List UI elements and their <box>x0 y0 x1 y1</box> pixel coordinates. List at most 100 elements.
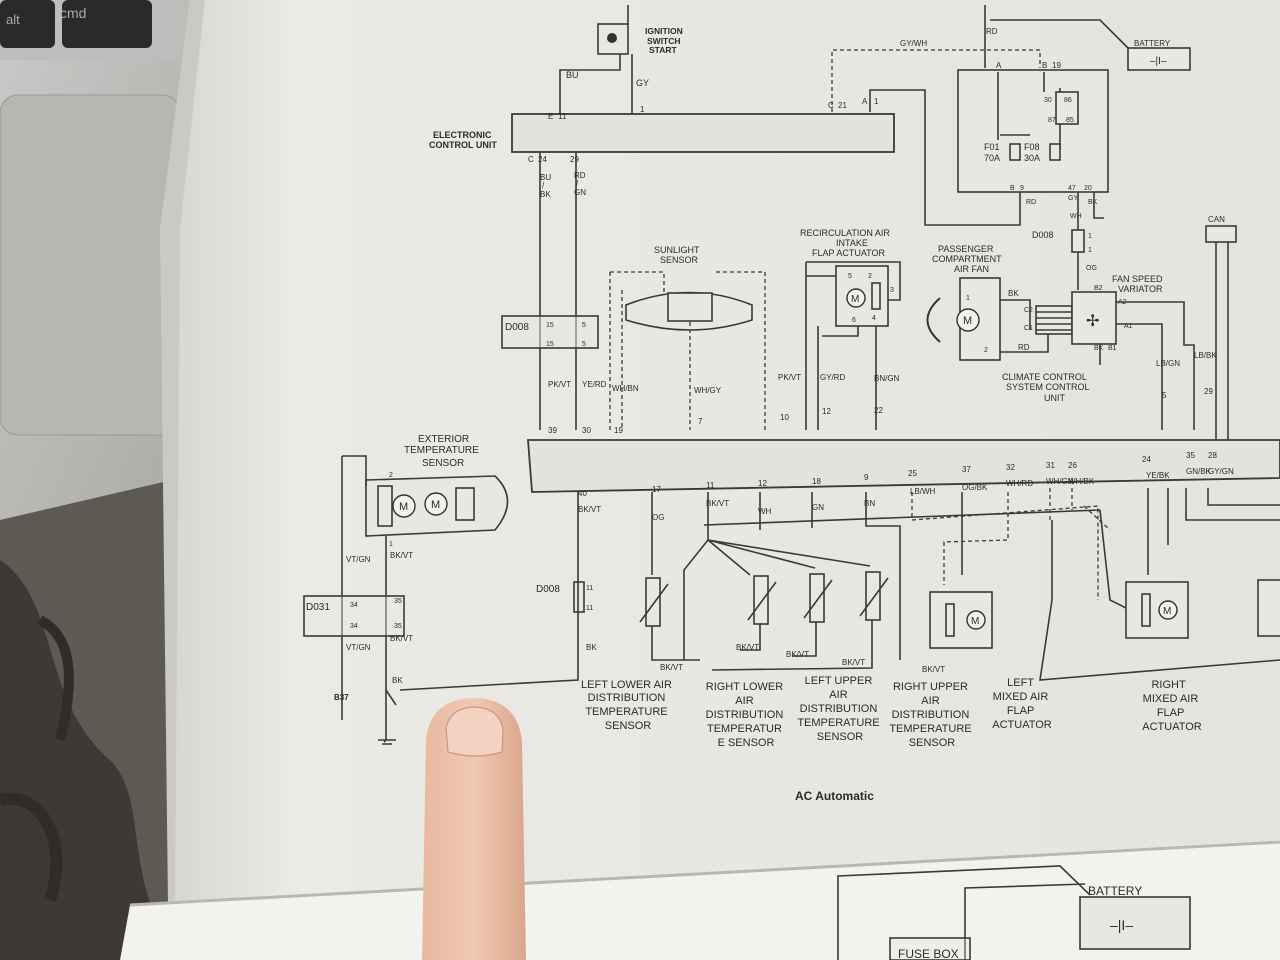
pin-label: 4 <box>872 315 876 322</box>
svg-text:31: 31 <box>1046 461 1055 470</box>
page-edge-shadow <box>160 0 205 905</box>
wire-label: OG <box>1086 265 1097 272</box>
svg-text:GY/RD: GY/RD <box>820 373 846 382</box>
svg-text:LB/WH: LB/WH <box>910 487 936 496</box>
svg-text:LEFT MIXED AIR: LEFT MIXED AIR FLAP ACTUATOR <box>992 677 1052 731</box>
wire-label: BK/VT <box>842 658 865 667</box>
climate-control-unit <box>527 439 1280 493</box>
caption-left-mixed: LEFT MIXED AIR FLAP ACTUATOR <box>992 677 1052 731</box>
pin-label: 3 <box>890 287 894 294</box>
pin-label: BK <box>1094 345 1104 352</box>
svg-text:40: 40 <box>578 489 587 498</box>
wire-label: WH <box>1070 213 1082 220</box>
pin-label: C <box>528 155 534 164</box>
pin-label: 1 <box>1088 233 1092 240</box>
pin-label: A <box>996 61 1002 70</box>
wire-label: YE/RD 30 <box>582 380 607 435</box>
svg-text:BN/GN: BN/GN <box>874 374 900 383</box>
pin-label: 11 <box>586 585 593 592</box>
electronic-control-unit <box>511 113 895 153</box>
pin-label: 19 <box>1052 61 1061 70</box>
potentiometer-symbol <box>871 282 881 310</box>
fingernail <box>445 706 504 757</box>
pin-label: C1 <box>1024 325 1033 332</box>
pin-label: B <box>1042 61 1047 70</box>
svg-text:BK/VT: BK/VT <box>706 499 729 508</box>
d008-bottom-label: D008 <box>536 584 560 595</box>
svg-text:39: 39 <box>548 426 557 435</box>
pin-label: 24 <box>538 155 547 164</box>
connector-d008-top <box>1071 229 1085 253</box>
svg-text:WH/GN: WH/GN <box>1046 477 1074 486</box>
svg-text:12: 12 <box>758 479 767 488</box>
svg-text:F01: F01 <box>984 142 1000 152</box>
fan-speed-variator <box>1071 291 1117 345</box>
svg-text:RIGHT MIXED AIR: RIGHT MIXED AIR FLAP ACTUATOR <box>1142 679 1202 733</box>
svg-text:LB/BK: LB/BK <box>1194 351 1217 360</box>
lower-page <box>120 840 1280 960</box>
svg-text:35: 35 <box>1186 451 1195 460</box>
left-upper-air-sensor <box>792 573 833 657</box>
wire-label: WH/GY7 <box>694 386 722 426</box>
right-lower-air-sensor <box>740 575 777 651</box>
key-cmd-label: cmd <box>60 5 86 21</box>
exterior-sensor-label: EXTERIOR TEMPERATURE SENSOR <box>404 434 482 469</box>
thermistor-symbol <box>377 485 393 527</box>
svg-text:BK/VT: BK/VT <box>578 505 601 514</box>
wire-label: BK <box>1088 199 1098 206</box>
middle-schematic: BU / BK RD / GN D008 15 15 5 5 SUNLIGHT … <box>501 152 1195 430</box>
exterior-wire-labels: VT/GN BK/VT BK/VT VT/GN BK <box>346 551 413 685</box>
pin-label: 34 <box>350 602 358 609</box>
pin-label: 47 <box>1068 185 1076 192</box>
wire-label: BK <box>586 643 597 652</box>
pin-label: C2 <box>1024 307 1033 314</box>
svg-text:RIGHT UPPER AIR: RIGHT UPPER AIR DISTRIBUTION TEMPERATURE… <box>889 681 974 749</box>
lower-fuse-box <box>889 937 971 960</box>
key-icon <box>607 33 617 43</box>
pin-label: 1 <box>640 105 645 114</box>
svg-text:M: M <box>971 616 979 627</box>
key-cmd <box>62 0 152 48</box>
top-schematic: IGNITION SWITCH START BU GY ELECTRONIC C… <box>429 5 1237 440</box>
svg-text:BK: BK <box>392 676 403 685</box>
lower-battery-symbol <box>1079 896 1191 950</box>
svg-text:PK/VT: PK/VT <box>548 380 571 389</box>
svg-text:11: 11 <box>706 481 715 490</box>
cloth-pattern <box>0 560 180 960</box>
pin-label: B1 <box>1108 345 1117 352</box>
svg-text:YE/RD: YE/RD <box>582 380 607 389</box>
right-mixed-air-actuator: M <box>1125 581 1189 639</box>
wire-rd: RD <box>986 27 998 36</box>
pin-label: 11 <box>558 112 567 121</box>
svg-text:18: 18 <box>812 477 821 486</box>
svg-text:19: 19 <box>614 426 623 435</box>
pin-label: 15 <box>546 341 554 348</box>
svg-text:PK/VT: PK/VT <box>778 373 801 382</box>
fuse-f08: F08 30A <box>1024 142 1061 163</box>
battery-icon: –|I– <box>1110 917 1133 933</box>
motor-icon-glyph: M <box>963 315 972 327</box>
wire-label: PK/VT 39 <box>548 380 571 435</box>
svg-text:LEFT LOWER AIR DISTRIB: LEFT LOWER AIR DISTRIBUTION TEMPERATURE … <box>581 679 675 732</box>
svg-text:F08: F08 <box>1024 142 1040 152</box>
svg-text:30: 30 <box>582 426 591 435</box>
pin-label: B <box>1010 185 1015 192</box>
svg-text:12: 12 <box>822 407 831 416</box>
wire-gy: GY <box>636 78 649 88</box>
motor-icon-glyph: M <box>399 501 408 513</box>
page-footer-title: AC Automatic <box>795 789 874 803</box>
svg-text:24: 24 <box>1142 455 1151 464</box>
fan-blade-icon <box>926 297 941 343</box>
